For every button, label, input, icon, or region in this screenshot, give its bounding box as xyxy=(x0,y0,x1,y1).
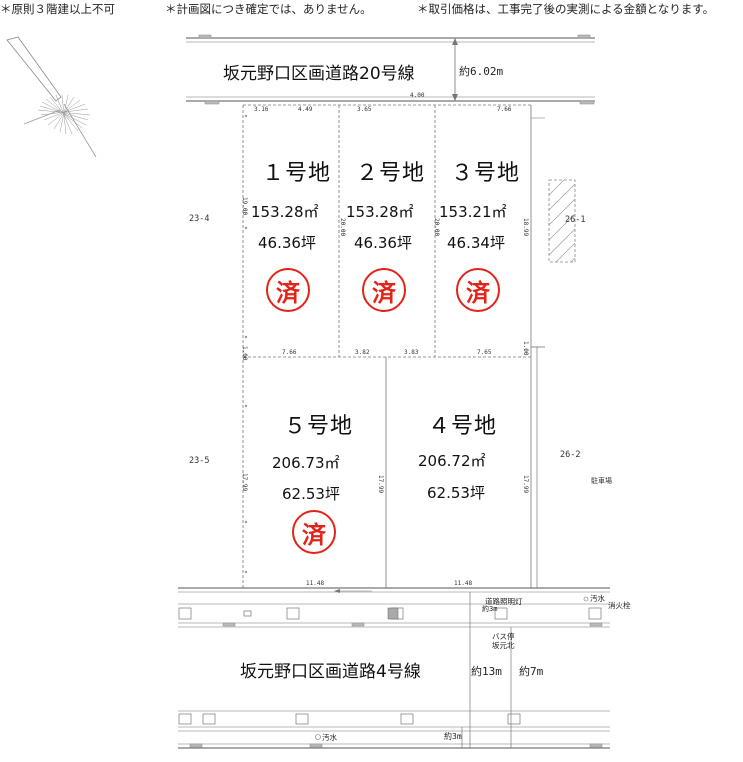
lot-2-sold-badge: 済 xyxy=(362,268,406,312)
lot-1-sold-badge: 済 xyxy=(266,268,310,312)
dim-bottom-left: 11.48 xyxy=(306,580,325,587)
lot-5-sold-badge: 済 xyxy=(292,510,336,554)
south-road-width-total: 約13m xyxy=(471,665,502,678)
lot-2-area-tsubo: 46.36坪 xyxy=(354,234,412,252)
north-road xyxy=(186,37,595,102)
dim-mid-3-82: 3.82 xyxy=(355,349,370,356)
street-light-label: 道路照明灯 xyxy=(485,597,523,606)
dim-lot5-side-b: 17.99 xyxy=(377,475,384,494)
lot-5-area-tsubo: 62.53坪 xyxy=(282,485,340,503)
lot-3-sold-badge: 済 xyxy=(456,268,500,312)
dim-lot2-side: 20.00 xyxy=(339,218,346,237)
dim-mid-1-00-right: 1.00 xyxy=(522,341,529,356)
neighbor-parking: 駐車場 xyxy=(591,477,612,485)
dim-mid-3-83: 3.83 xyxy=(404,349,419,356)
north-road-name: 坂元野口区画道路20号線 xyxy=(223,64,415,84)
lot-1-area-m2: 153.28㎡ xyxy=(251,203,319,221)
lot-4-number: ４号地 xyxy=(428,414,498,439)
sewage-east-label: 汚水 xyxy=(590,594,605,603)
note-no-3-storey: ＊原則３階建以上不可 xyxy=(0,2,115,16)
dim-lot3-top: 7.66 xyxy=(497,106,512,113)
neighbor-east-top: 26-1 xyxy=(565,215,586,225)
south-road-name: 坂元野口区画道路4号線 xyxy=(240,662,421,682)
lot-5-area-m2: 206.73㎡ xyxy=(272,454,340,472)
lot-1-area-tsubo: 46.36坪 xyxy=(258,234,316,252)
hydrant-label: 消火栓 xyxy=(608,601,631,610)
sewage-south-label: 汚水 xyxy=(322,733,337,742)
neighbor-west-bottom: 23-5 xyxy=(189,456,210,466)
south-sidewalk-width: 約3m xyxy=(482,605,498,613)
dim-lot3-side-b: 18.99 xyxy=(522,218,529,237)
dim-bottom-right: 11.48 xyxy=(454,580,473,587)
dim-mid-7-66: 7.66 xyxy=(282,349,297,356)
south-road xyxy=(178,587,610,749)
note-plan-not-final: ＊計画図につき確定では、ありません。 xyxy=(165,2,372,16)
dim-lot4-side: 17.99 xyxy=(522,475,529,494)
lot-2-number: ２号地 xyxy=(356,161,426,186)
north-arrow-icon xyxy=(6,36,97,158)
dim-lot1-top-a: 3.16 xyxy=(254,106,269,113)
lot-4-area-tsubo: 62.53坪 xyxy=(427,484,485,502)
lot-5-number: ５号地 xyxy=(284,414,354,439)
bus-stop-name: 坂元北 xyxy=(492,641,515,650)
dim-lot1-side: 19.00 xyxy=(241,197,248,216)
dim-lot5-side: 17.99 xyxy=(241,473,248,492)
lot-3-area-tsubo: 46.34坪 xyxy=(447,234,505,252)
south-far-sidewalk-width: 約3m xyxy=(444,732,462,741)
lot-3-number: ３号地 xyxy=(451,161,521,186)
lot-3-area-m2: 153.21㎡ xyxy=(439,203,507,221)
dim-mid-1-00-left: 1.00 xyxy=(241,346,248,361)
neighbor-26-1-hatch xyxy=(548,179,576,263)
neighbor-west-top: 23-4 xyxy=(189,214,210,224)
dim-mid-7-65: 7.65 xyxy=(477,349,492,356)
dim-lot2-top: 3.65 xyxy=(357,106,372,113)
lot-4-area-m2: 206.72㎡ xyxy=(418,452,486,470)
lot-1-number: １号地 xyxy=(262,161,332,186)
neighbor-east-bottom: 26-2 xyxy=(560,450,581,460)
north-road-width: 約6.02m xyxy=(459,65,504,78)
south-road-width-carriage: 約7m xyxy=(519,665,544,678)
bus-stop-label: バス停 xyxy=(492,632,515,641)
note-price-basis: ＊取引価格は、工事完了後の実測による金額となります。 xyxy=(417,2,715,16)
dim-top-4-00: 4.00 xyxy=(410,92,425,99)
lot-2-area-m2: 153.28㎡ xyxy=(346,203,414,221)
dim-lot1-top-b: 4.49 xyxy=(298,106,313,113)
dim-lot3-side-a: 20.00 xyxy=(433,218,440,237)
